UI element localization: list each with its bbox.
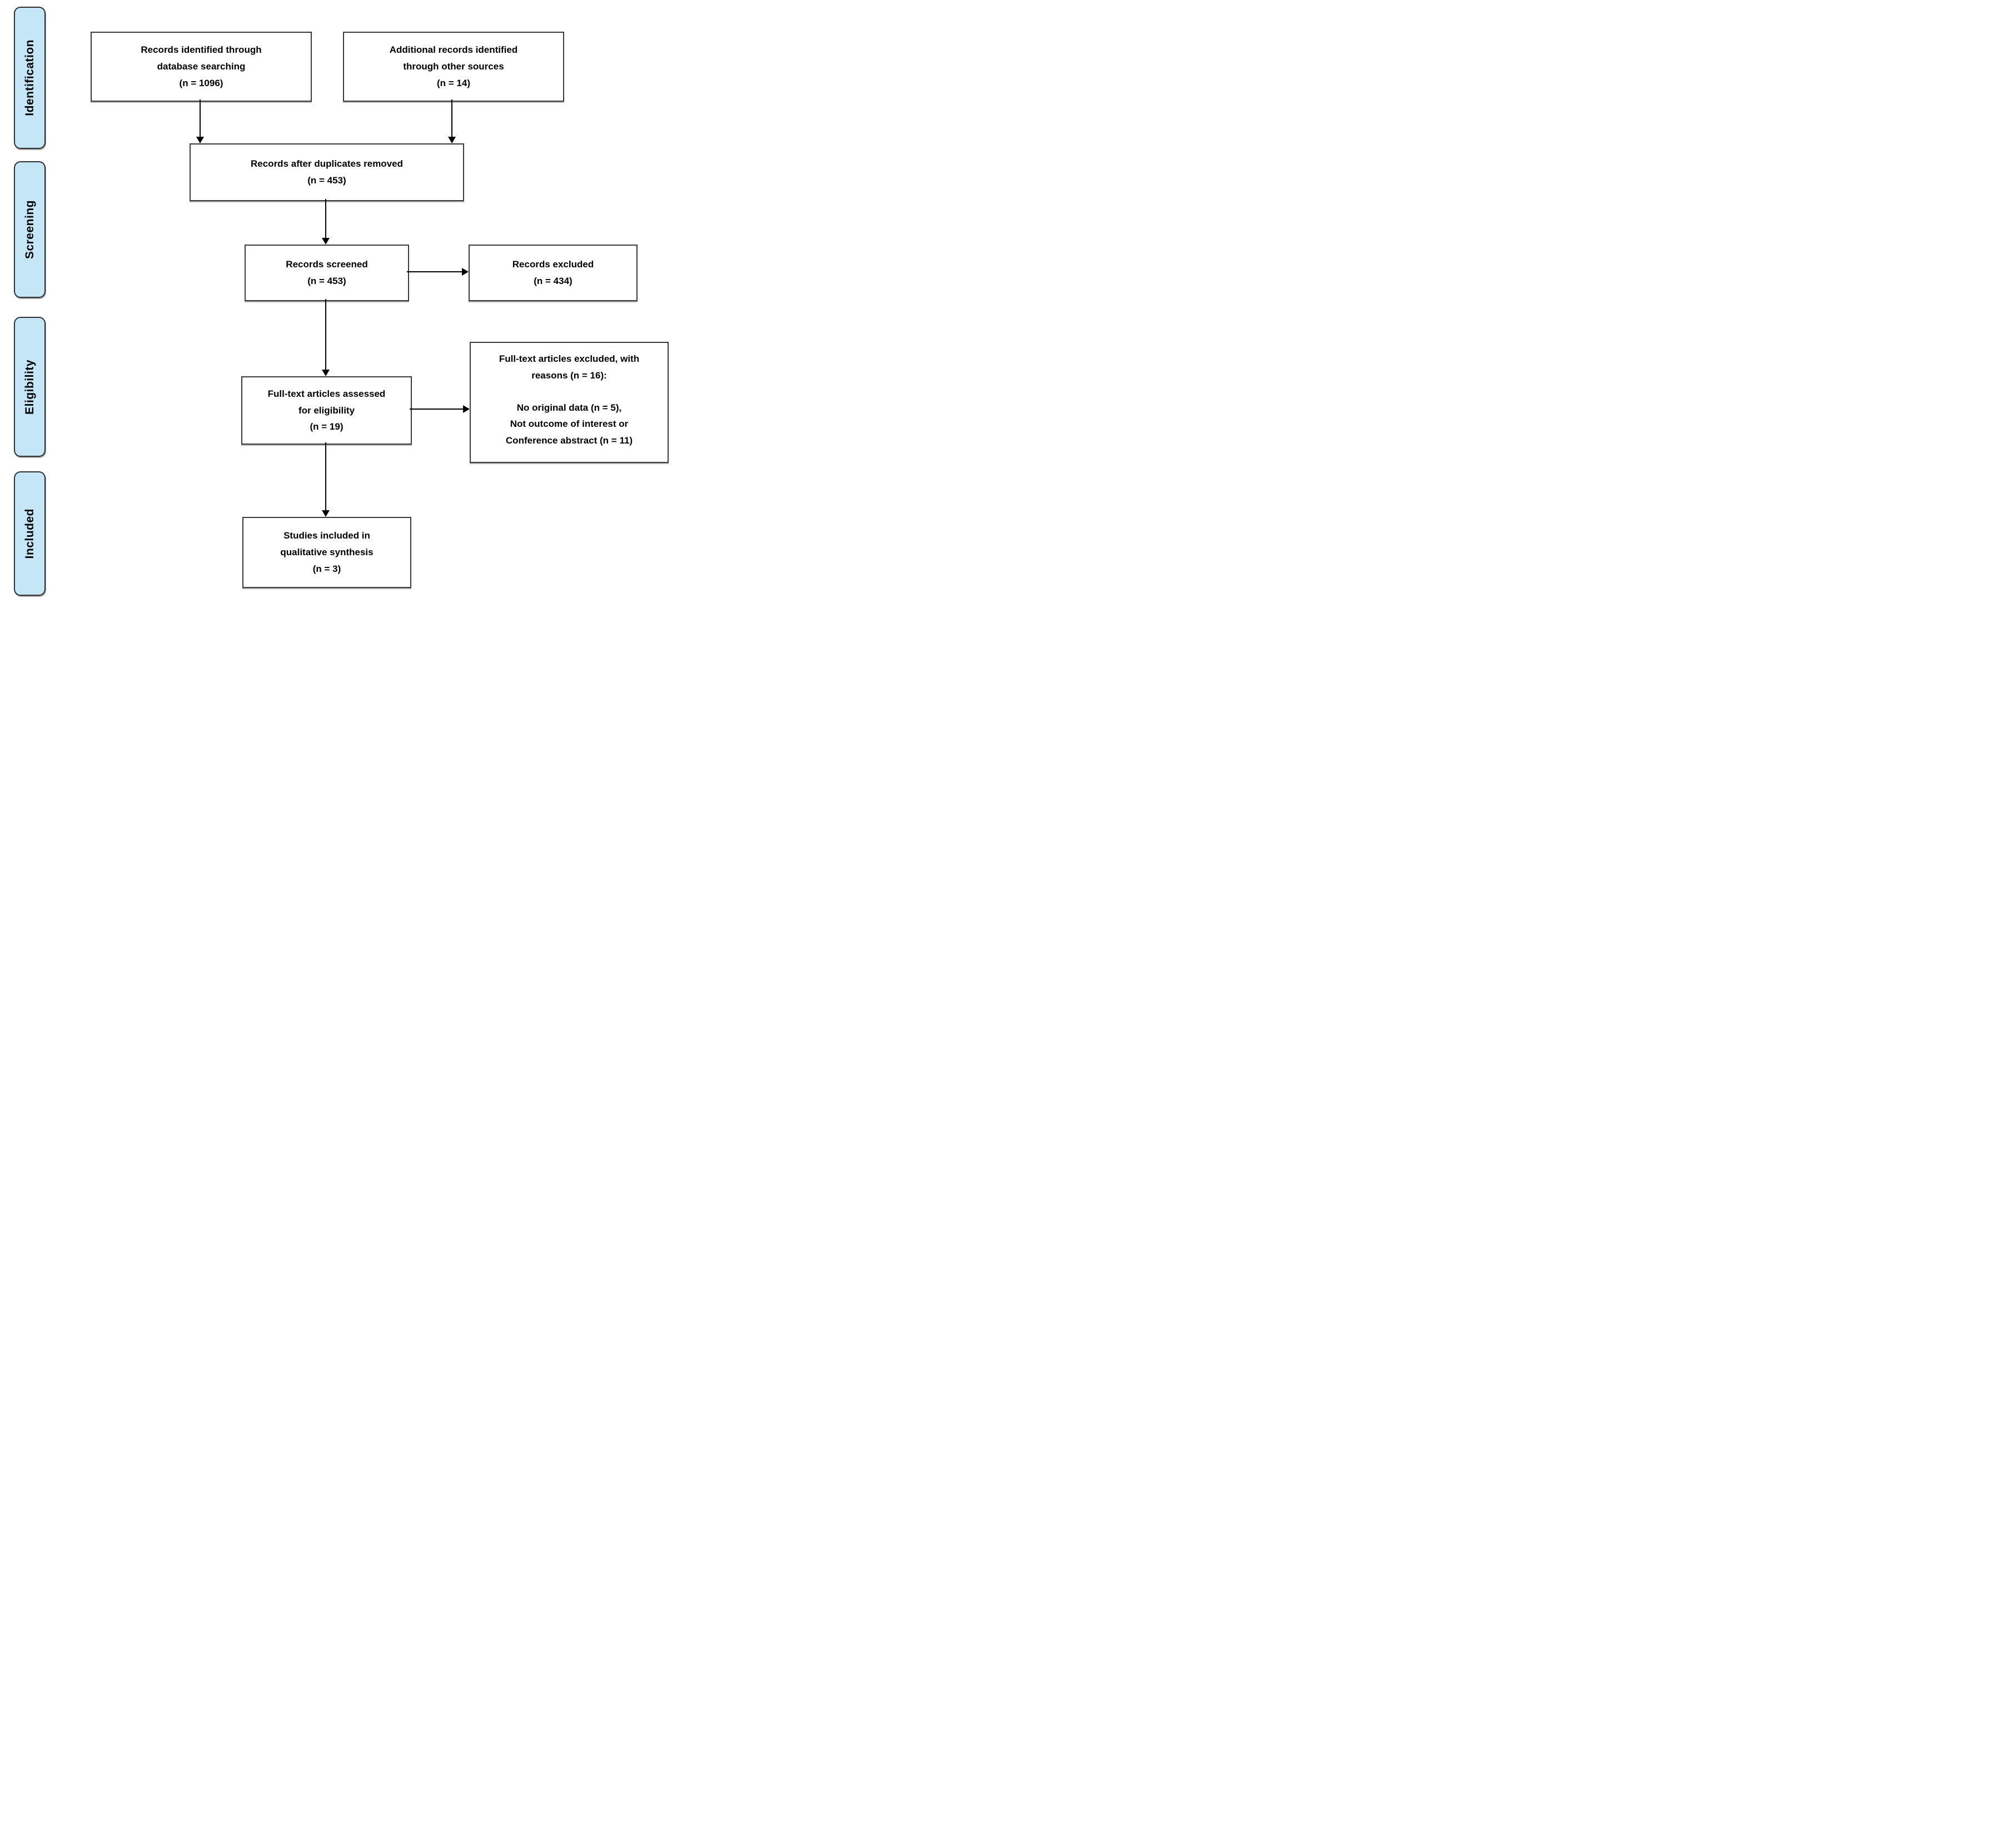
box-studies-included: Studies included in qualitative synthesi… (242, 517, 411, 588)
box-records-after-duplicates: Records after duplicates removed (n = 45… (190, 143, 464, 201)
phase-label-identification: Identification (23, 39, 36, 116)
box-line: Records identified through (141, 44, 262, 56)
arrow-shaft (325, 299, 326, 371)
box-line: Full-text articles excluded, with (499, 353, 640, 364)
arrow-right-screened-to-excluded (407, 268, 469, 276)
box-count: (n = 434) (534, 276, 573, 286)
box-line: qualitative synthesis (280, 547, 374, 558)
box-count: (n = 14) (437, 77, 470, 88)
arrow-shaft (325, 442, 326, 512)
prisma-flow-diagram: Identification Screening Eligibility Inc… (0, 0, 672, 610)
box-count: (n = 453) (307, 175, 346, 186)
box-count: (n = 19) (310, 421, 344, 432)
box-line: No original data (n = 5), (516, 402, 622, 413)
arrow-right-icon (462, 268, 469, 276)
arrow-down-icon (196, 137, 204, 143)
box-fulltext-excluded: Full-text articles excluded, with reason… (470, 342, 669, 463)
box-line: Records after duplicates removed (251, 158, 403, 170)
arrow-shaft (325, 199, 326, 240)
phase-bar-included: Included (14, 471, 46, 596)
arrow-shaft (200, 99, 201, 138)
box-records-excluded: Records excluded (n = 434) (469, 245, 638, 301)
arrow-down-icon (322, 238, 330, 245)
box-line: Conference abstract (n = 11) (505, 435, 633, 446)
phase-bar-eligibility: Eligibility (14, 317, 46, 457)
phase-bar-screening: Screening (14, 161, 46, 298)
box-count: (n = 3) (312, 563, 341, 574)
phase-bar-identification: Identification (14, 7, 46, 149)
arrow-shaft (451, 99, 452, 138)
box-line: for eligibility (298, 405, 355, 416)
phase-label-screening: Screening (23, 200, 36, 260)
box-count: (n = 1096) (179, 77, 223, 88)
box-line: reasons (n = 16): (531, 370, 607, 381)
arrow-right-fulltext-to-excluded (410, 405, 470, 413)
box-fulltext-assessed: Full-text articles assessed for eligibil… (241, 376, 412, 445)
box-line: Studies included in (283, 530, 370, 541)
arrow-down-icon (322, 510, 330, 517)
arrow-down-additional-to-dedup (448, 99, 456, 143)
box-records-identified: Records identified through database sear… (91, 32, 312, 102)
arrow-down-fulltext-to-included (322, 442, 330, 517)
box-line: database searching (157, 61, 246, 72)
arrow-down-icon (448, 137, 456, 143)
arrow-right-icon (463, 405, 470, 413)
phase-label-included: Included (23, 508, 36, 559)
box-line: Records excluded (512, 259, 594, 270)
arrow-down-screened-to-fulltext (322, 299, 330, 376)
box-additional-records: Additional records identified through ot… (343, 32, 564, 102)
arrow-down-dedup-to-screened (322, 199, 330, 245)
arrow-down-identified-to-dedup (196, 99, 204, 143)
box-line: Records screened (286, 259, 368, 270)
box-line: Additional records identified (389, 44, 518, 56)
fulltext-excluded-header: Full-text articles excluded, with reason… (499, 351, 639, 384)
box-line: Not outcome of interest or (510, 419, 629, 430)
arrow-shaft (407, 271, 464, 272)
fulltext-excluded-reasons: No original data (n = 5), Not outcome of… (506, 400, 633, 449)
phase-label-eligibility: Eligibility (23, 359, 36, 415)
arrow-down-icon (322, 370, 330, 376)
arrow-shaft (410, 409, 465, 410)
box-line: Full-text articles assessed (267, 388, 386, 399)
box-line: through other sources (403, 61, 504, 72)
box-count: (n = 453) (307, 276, 346, 286)
box-records-screened: Records screened (n = 453) (245, 245, 409, 301)
